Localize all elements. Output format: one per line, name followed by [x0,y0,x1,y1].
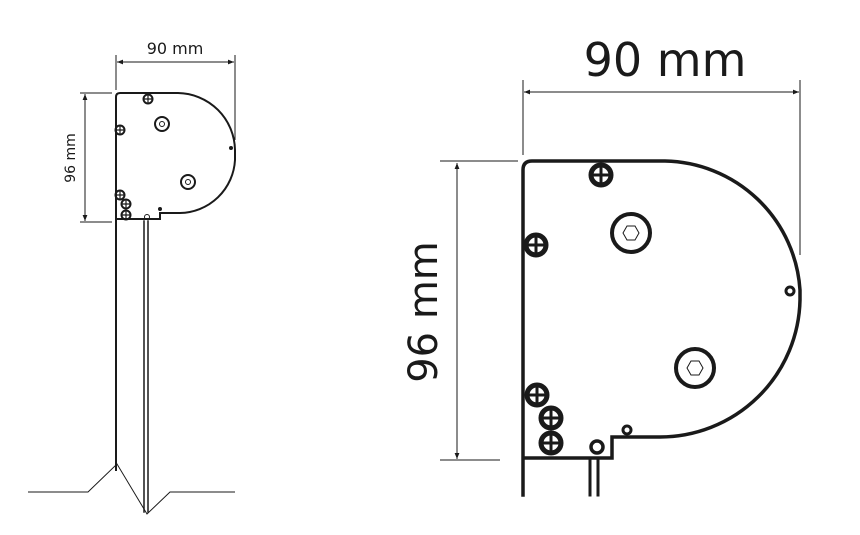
ground-line [28,463,235,515]
screw-icon [120,198,132,210]
large-mount-bar [588,458,600,497]
small-profile-outline [115,92,236,471]
bolt-icon [674,347,716,389]
bolt-icon [154,116,170,132]
hole-icon [158,207,162,211]
screw-icon [541,433,561,453]
screw-icon [114,124,126,136]
extension-line [80,92,112,223]
hole-icon [589,439,605,455]
screw-icon [114,189,126,201]
screw-icon [120,209,132,221]
small-mount-bar [143,220,149,513]
small-height-label: 96 mm [63,133,79,183]
extension-line [440,160,518,461]
screw-icon [526,235,546,255]
small-profile-view: 90 mm 96 mm [28,39,236,515]
screw-icon [591,165,611,185]
bolt-icon [180,174,196,190]
hole-icon [229,146,233,150]
hole-icon [784,285,796,297]
screw-icon [142,93,154,105]
extension-line [522,80,801,255]
large-width-label: 90 mm [584,33,747,87]
screw-icon [541,408,561,428]
hole-icon [621,424,633,436]
large-profile-outline [521,159,802,497]
hole-icon [144,214,150,220]
extension-line [115,55,236,140]
screw-icon [527,385,547,405]
large-height-label: 96 mm [401,241,447,383]
small-width-label: 90 mm [147,39,204,58]
large-profile-view: 90 mm 96 mm [401,33,802,497]
bolt-icon [610,212,652,254]
